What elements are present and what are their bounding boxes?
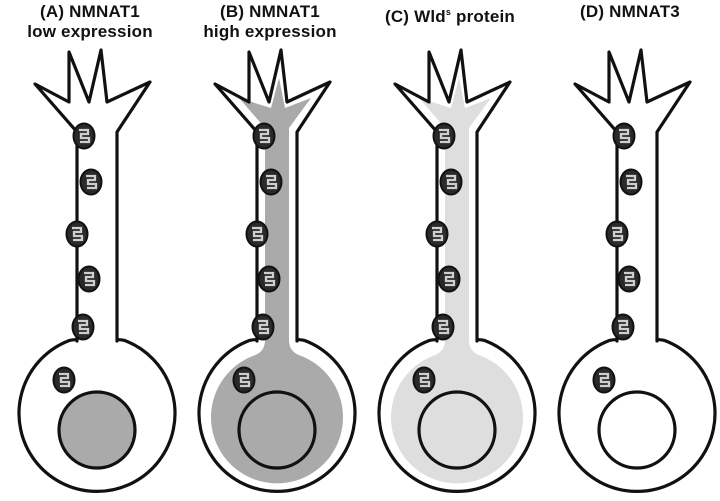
- neuron-c: [377, 48, 537, 493]
- mitochondrion: [425, 220, 449, 248]
- nucleus: [597, 390, 677, 470]
- mitochondrion-body: [431, 313, 455, 341]
- mitochondrion-crista: [419, 372, 431, 388]
- mitochondrion: [79, 168, 103, 196]
- mitochondrion-body: [79, 168, 103, 196]
- mitochondrion-body: [252, 122, 276, 150]
- mitochondrion: [412, 366, 436, 394]
- panel-b-title: (B) NMNAT1 high expression: [180, 2, 360, 42]
- mitochondrion: [257, 265, 281, 293]
- mitochondrion-crista: [444, 271, 456, 287]
- mitochondrion: [611, 313, 635, 341]
- mitochondrion-crista: [252, 226, 264, 242]
- mitochondrion-crista: [439, 128, 451, 144]
- mitochondrion-crista: [266, 174, 278, 190]
- mitochondrion-body: [437, 265, 461, 293]
- panel-a-title: (A) NMNAT1 low expression: [0, 2, 180, 42]
- mitochondrion: [52, 366, 76, 394]
- panel-a-title-line2: low expression: [27, 22, 153, 41]
- mitochondrion-crista: [626, 174, 638, 190]
- mitochondrion-crista: [239, 372, 251, 388]
- mitochondrion-body: [612, 122, 636, 150]
- mitochondrion-crista: [79, 128, 91, 144]
- mitochondrion-crista: [618, 319, 630, 335]
- panel-b-title-line1: (B) NMNAT1: [220, 2, 320, 21]
- nucleus: [57, 390, 137, 470]
- mitochondrion-crista: [258, 319, 270, 335]
- panel-c-title-line1: (C) Wlds protein: [360, 2, 540, 27]
- mitochondrion: [431, 313, 455, 341]
- mitochondrion-crista: [78, 319, 90, 335]
- nucleus: [237, 390, 317, 470]
- mitochondrion-body: [425, 220, 449, 248]
- mitochondrion-body: [232, 366, 256, 394]
- mitochondrion-crista: [612, 226, 624, 242]
- mitochondrion: [439, 168, 463, 196]
- mitochondrion: [437, 265, 461, 293]
- panel-c-title: (C) Wlds protein: [360, 2, 540, 27]
- mitochondrion-body: [617, 265, 641, 293]
- panel-c-title-superscript: s: [445, 7, 452, 17]
- mitochondrion-body: [259, 168, 283, 196]
- mitochondrion: [612, 122, 636, 150]
- mitochondrion-body: [432, 122, 456, 150]
- mitochondrion-crista: [59, 372, 71, 388]
- mitochondrion-body: [611, 313, 635, 341]
- panel-d-title: (D) NMNAT3: [540, 2, 720, 22]
- neuron-b: [197, 48, 357, 493]
- mitochondrion-body: [77, 265, 101, 293]
- mitochondrion: [72, 122, 96, 150]
- neuron-membrane: [197, 48, 357, 493]
- mitochondrion-body: [619, 168, 643, 196]
- mitochondrion: [251, 313, 275, 341]
- mitochondrion-crista: [264, 271, 276, 287]
- mitochondrion-body: [412, 366, 436, 394]
- mitochondrion-crista: [72, 226, 84, 242]
- mitochondrion: [592, 366, 616, 394]
- mitochondrion-crista: [432, 226, 444, 242]
- mitochondrion: [252, 122, 276, 150]
- mitochondrion: [77, 265, 101, 293]
- mitochondrion-body: [251, 313, 275, 341]
- neuron-membrane: [17, 48, 177, 493]
- neuron-d: [557, 48, 717, 493]
- neuron-a: [17, 48, 177, 493]
- nucleus: [417, 390, 497, 470]
- mitochondrion: [617, 265, 641, 293]
- mitochondrion: [605, 220, 629, 248]
- mitochondrion-crista: [259, 128, 271, 144]
- mitochondrion-crista: [438, 319, 450, 335]
- mitochondrion-body: [52, 366, 76, 394]
- mitochondrion: [232, 366, 256, 394]
- mitochondrion-crista: [86, 174, 98, 190]
- panel-b-title-line2: high expression: [203, 22, 337, 41]
- mitochondrion-body: [605, 220, 629, 248]
- panel-c-title-suffix: protein: [451, 7, 516, 26]
- neuron-membrane: [377, 48, 537, 493]
- panel-a-title-line1: (A) NMNAT1: [40, 2, 140, 21]
- mitochondrion-body: [72, 122, 96, 150]
- mitochondrion-body: [439, 168, 463, 196]
- mitochondrion-crista: [446, 174, 458, 190]
- mitochondrion-body: [245, 220, 269, 248]
- mitochondrion-crista: [624, 271, 636, 287]
- mitochondrion: [432, 122, 456, 150]
- mitochondrion-body: [592, 366, 616, 394]
- mitochondrion-crista: [599, 372, 611, 388]
- mitochondrion: [65, 220, 89, 248]
- neuron-membrane: [557, 48, 717, 493]
- mitochondrion-crista: [619, 128, 631, 144]
- panel-c-title-main: (C) Wld: [384, 7, 446, 26]
- mitochondrion-body: [65, 220, 89, 248]
- mitochondrion-body: [71, 313, 95, 341]
- panel-d-title-line1: (D) NMNAT3: [580, 2, 680, 21]
- mitochondrion-body: [257, 265, 281, 293]
- mitochondrion: [619, 168, 643, 196]
- mitochondrion: [259, 168, 283, 196]
- mitochondrion: [245, 220, 269, 248]
- mitochondrion-crista: [84, 271, 96, 287]
- mitochondrion: [71, 313, 95, 341]
